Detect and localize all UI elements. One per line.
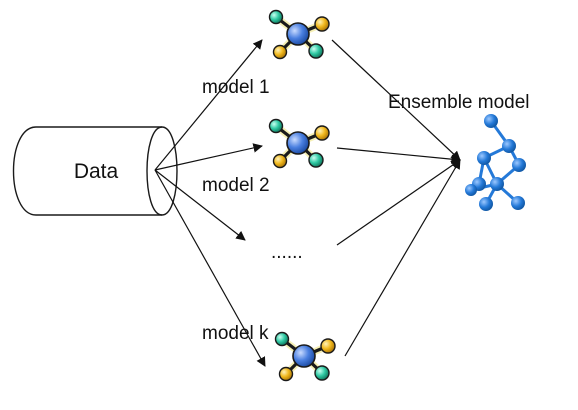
arrow-model-2-to-ensemble [336,147,461,164]
arrow-data-to-model-1 [154,39,263,171]
arrow-model-1-to-ensemble [331,39,461,161]
model-k-label: model k [202,323,269,344]
arrow-data-to-model-k [154,169,266,367]
model-k-molecule-icon [276,333,336,381]
model-1-molecule-icon [270,11,330,59]
data-cylinder [12,126,178,216]
ensemble-network-molecule-icon [465,114,526,211]
ellipsis-label: ...... [271,242,303,263]
model-1-label: model 1 [202,77,270,98]
arrow-ellipsis-to-ensemble [336,159,461,246]
model-2-molecule-icon [270,120,330,168]
data-label: Data [74,160,119,183]
model-2-label: model 2 [202,175,270,196]
arrow-model-k-to-ensemble [344,159,461,357]
arrow-data-to-model-2 [154,143,263,171]
arrow-data-to-ellipsis [154,169,246,241]
ensemble-label: Ensemble model [388,92,530,113]
